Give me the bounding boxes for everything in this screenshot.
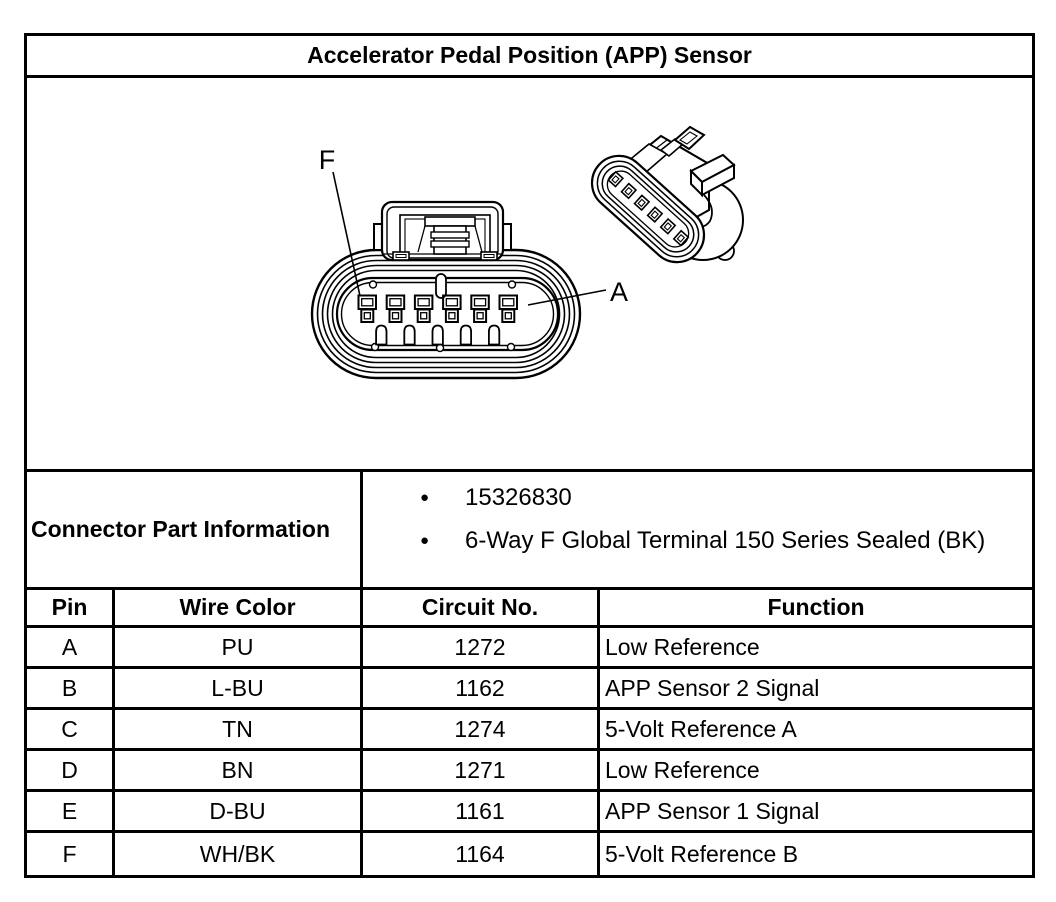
wire-color-cell: BN: [115, 751, 363, 789]
perspective-face: [590, 154, 706, 264]
wire-color-cell: WH/BK: [115, 833, 363, 875]
connector-description: 6-Way F Global Terminal 150 Series Seale…: [465, 527, 986, 554]
circuit-no-cell: 1162: [363, 669, 600, 707]
connector-diagram: F A: [310, 125, 744, 380]
wire-color-cell: D-BU: [115, 792, 363, 830]
pin-cell: C: [27, 710, 115, 748]
pin-cell: D: [27, 751, 115, 789]
page-title: Accelerator Pedal Position (APP) Sensor: [27, 36, 1032, 78]
terminal-row: [357, 294, 518, 323]
circuit-no-cell: 1272: [363, 628, 600, 666]
terminal-f: [357, 294, 377, 323]
pin-cell: F: [27, 833, 115, 875]
wire-color-cell: TN: [115, 710, 363, 748]
terminal-a-label: A: [610, 277, 628, 307]
terminal-a: [498, 294, 518, 323]
table-row-d: D BN 1271 Low Reference: [27, 751, 1032, 792]
latch-tower: [373, 200, 512, 262]
bullet-icon: ●: [420, 489, 430, 506]
pin-cell: A: [27, 628, 115, 666]
function-cell: Low Reference: [605, 633, 760, 660]
function-cell: 5-Volt Reference A: [605, 715, 797, 742]
header-pin: Pin: [27, 590, 115, 625]
table-row-b: B L-BU 1162 APP Sensor 2 Signal: [27, 669, 1032, 710]
connector-part-information-row: Connector Part Information ● 15326830 ● …: [27, 472, 1032, 590]
front-view: [310, 200, 582, 380]
header-circuit-no: Circuit No.: [363, 590, 600, 625]
header-function: Function: [767, 594, 865, 620]
table-row-a: A PU 1272 Low Reference: [27, 628, 1032, 669]
function-cell: APP Sensor 1 Signal: [605, 797, 820, 824]
terminal-f-label: F: [319, 145, 336, 175]
pin-cell: B: [27, 669, 115, 707]
keyway: [435, 273, 447, 299]
part-info-item: ● 6-Way F Global Terminal 150 Series Sea…: [363, 529, 1032, 553]
connector-spec-sheet: Accelerator Pedal Position (APP) Sensor: [24, 33, 1035, 878]
function-cell: 5-Volt Reference B: [605, 840, 799, 867]
function-cell: Low Reference: [605, 756, 760, 783]
pin-cell: E: [27, 792, 115, 830]
leader-line-f: [332, 171, 361, 297]
header-wire-color: Wire Color: [115, 590, 363, 625]
connector-part-information-list: ● 15326830 ● 6-Way F Global Terminal 150…: [363, 472, 1032, 587]
table-row-e: E D-BU 1161 APP Sensor 1 Signal: [27, 792, 1032, 833]
perspective-view: [590, 125, 744, 264]
wire-color-cell: PU: [115, 628, 363, 666]
function-cell: APP Sensor 2 Signal: [605, 674, 820, 701]
circuit-no-cell: 1161: [363, 792, 600, 830]
part-number: 15326830: [465, 484, 572, 511]
circuit-no-cell: 1271: [363, 751, 600, 789]
table-row-c: C TN 1274 5-Volt Reference A: [27, 710, 1032, 751]
table-row-f: F WH/BK 1164 5-Volt Reference B: [27, 833, 1032, 875]
circuit-no-cell: 1274: [363, 710, 600, 748]
cavity-arches: [375, 324, 501, 346]
table-header-row: Pin Wire Color Circuit No. Function: [27, 590, 1032, 628]
connector-diagram-cell: F A: [27, 78, 1032, 472]
terminal-d: [413, 294, 434, 323]
circuit-no-cell: 1164: [363, 833, 600, 875]
terminal-e: [385, 294, 406, 323]
wire-color-cell: L-BU: [115, 669, 363, 707]
bullet-icon: ●: [420, 532, 430, 549]
lock-tab: [689, 153, 736, 198]
part-info-item: ● 15326830: [363, 486, 1032, 510]
connector-part-information-label: Connector Part Information: [27, 472, 363, 587]
pinout-table: Pin Wire Color Circuit No. Function A PU…: [27, 590, 1032, 875]
leader-line-a: [527, 289, 607, 306]
terminal-b: [470, 294, 490, 323]
terminal-c: [442, 294, 462, 323]
